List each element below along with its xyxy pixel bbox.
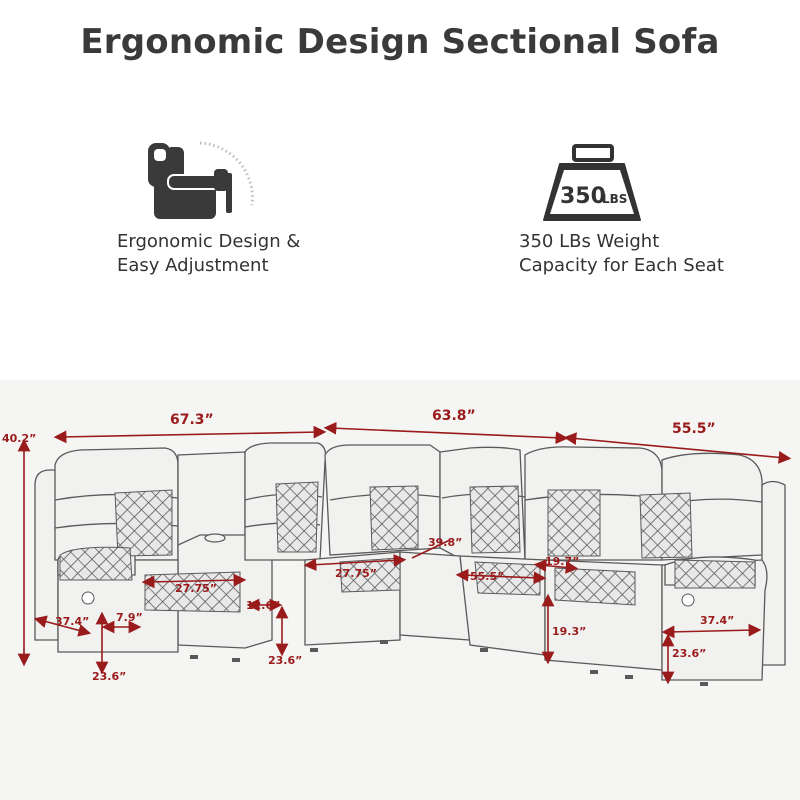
dim-seat-height-right: 23.6”: [672, 647, 706, 660]
sofa-dimension-diagram: 67.3” 63.8” 55.5” 40.2” 27.75” 27.75” 39…: [2, 408, 792, 686]
feature-weight-text: 350 LBs Weight Capacity for Each Seat: [519, 230, 724, 278]
dim-seat-height-left: 23.6”: [92, 670, 126, 683]
dim-depth-right: 37.4”: [700, 614, 734, 627]
dimension-lines: [17, 421, 792, 685]
dim-console-width: 12.6”: [246, 599, 280, 612]
dimension-labels: 67.3” 63.8” 55.5” 40.2” 27.75” 27.75” 39…: [2, 408, 734, 683]
dim-width-right: 55.5”: [672, 421, 716, 437]
dim-width-middle: 63.8”: [432, 408, 476, 424]
weight-badge-number: 350: [560, 184, 606, 209]
sofa-outline: [34, 442, 786, 681]
feature-ergonomic-text: Ergonomic Design & Easy Adjustment: [117, 230, 300, 278]
recliner-handles: [81, 591, 695, 607]
dim-seat-height-right-mid: 19.3”: [552, 625, 586, 638]
dim-seat-right-width: 19.7”: [545, 555, 579, 568]
dim-seat-height-console: 23.6”: [268, 654, 302, 667]
recliner-icon: [140, 135, 255, 225]
feature-weight-line1: 350 LBs Weight: [519, 231, 660, 252]
sofa-feet: [190, 640, 708, 686]
dim-seat-middle: 27.75”: [335, 567, 377, 580]
feature-ergonomic-line2: Easy Adjustment: [117, 255, 269, 276]
dim-seat-left: 27.75”: [175, 582, 217, 595]
dim-seat-right: 55.5”: [470, 570, 504, 583]
dim-depth-left: 37.4”: [55, 615, 89, 628]
page-title: Ergonomic Design Sectional Sofa: [80, 22, 720, 62]
dim-height: 40.2”: [2, 432, 36, 445]
feature-ergonomic-line1: Ergonomic Design &: [117, 231, 301, 252]
dim-width-left: 67.3”: [170, 412, 214, 428]
weight-icon: 350 LBS: [540, 142, 645, 224]
dim-arm-left: 7.9”: [116, 611, 143, 624]
weight-badge-unit: LBS: [602, 192, 627, 206]
feature-weight-line2: Capacity for Each Seat: [519, 255, 724, 276]
dim-corner: 39.8”: [428, 536, 462, 549]
